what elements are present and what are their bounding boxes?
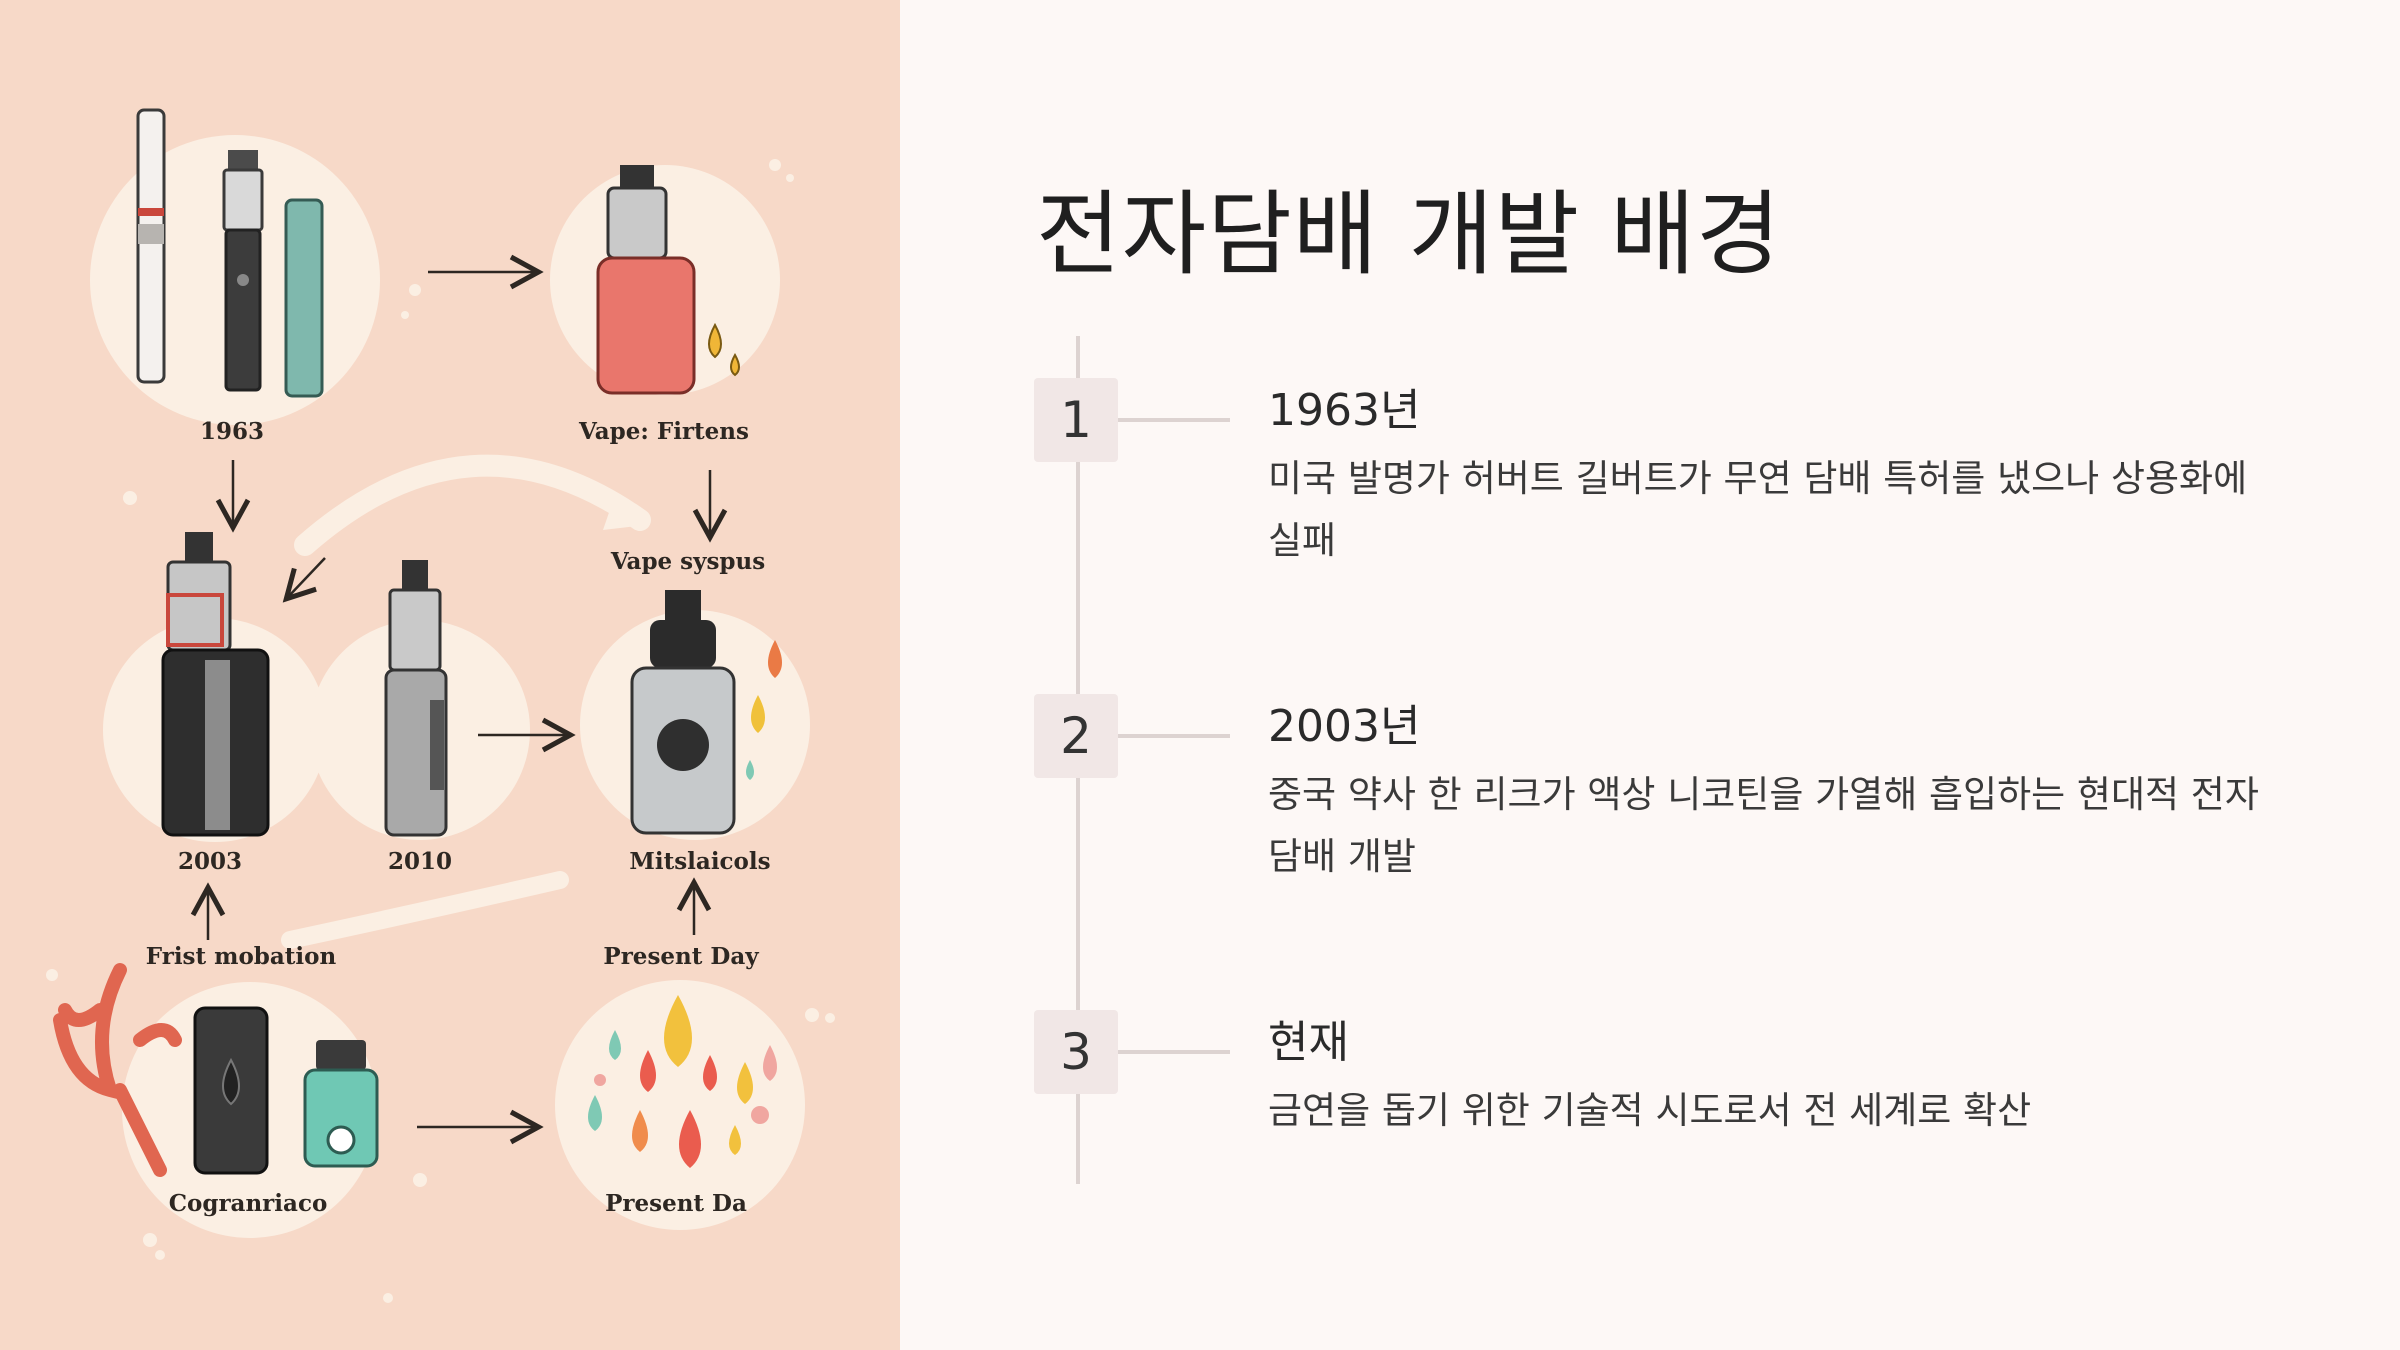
device-2003	[161, 532, 270, 837]
device-2010	[384, 560, 448, 837]
flow-arrows	[208, 272, 710, 1127]
swoosh-arrow-bottom	[281, 871, 569, 949]
label-2010: 2010	[387, 848, 453, 875]
label-present-day: Present Day	[603, 943, 759, 970]
timeline-step-2: 2 2003년 중국 약사 한 리크가 액상 니코틴을 가열해 흡입하는 현대적…	[900, 694, 2400, 934]
step-number-badge: 1	[1034, 378, 1118, 462]
device-vape-firtens	[596, 165, 740, 395]
label-frist-mobation: Frist mobation	[145, 943, 337, 970]
device-1963-stick	[284, 198, 324, 398]
timeline-step-3: 3 현재 금연을 돕기 위한 기술적 시도로서 전 세계로 확산	[900, 1010, 2400, 1250]
step-title: 2003년	[1268, 701, 1421, 752]
decorative-dots	[46, 159, 835, 1303]
step-connector	[1118, 418, 1230, 422]
step-description: 중국 약사 한 리크가 액상 니코틴을 가열해 흡입하는 현대적 전자담배 개발	[1268, 773, 2259, 878]
device-cogranriaco	[53, 963, 379, 1177]
step-description: 미국 발명가 허버트 길버트가 무연 담배 특허를 냈으나 상용화에 실패	[1268, 457, 2248, 562]
swoosh-arrow-top	[294, 454, 651, 556]
step-title: 1963년	[1268, 385, 1421, 436]
step-connector	[1118, 734, 1230, 738]
device-1963-cigarette	[136, 108, 166, 384]
device-1963-pen	[222, 150, 264, 392]
vape-history-illustration: 1963 Vape: Firtens Vape syspus 2003 2010…	[0, 0, 900, 1350]
timeline-step-1: 1 1963년 미국 발명가 허버트 길버트가 무연 담배 특허를 냈으나 상용…	[900, 378, 2400, 618]
label-vape-syspus: Vape syspus	[610, 548, 766, 575]
label-vape-firtens: Vape: Firtens	[579, 418, 749, 445]
step-number-badge: 3	[1034, 1010, 1118, 1094]
step-description: 금연을 돕기 위한 기술적 시도로서 전 세계로 확산	[1268, 1089, 2032, 1132]
label-cogranriaco: Cogranriaco	[168, 1190, 328, 1217]
illustration-artwork	[46, 108, 835, 1303]
step-title: 현재	[1268, 1017, 1349, 1068]
label-2003: 2003	[177, 848, 243, 875]
device-mitslaicols	[630, 590, 782, 835]
label-1963: 1963	[199, 418, 265, 445]
step-number-badge: 2	[1034, 694, 1118, 778]
label-present-da: Present Da	[605, 1190, 747, 1217]
content-panel: 전자담배 개발 배경 1 1963년 미국 발명가 허버트 길버트가 무연 담배…	[900, 0, 2400, 1350]
page-title: 전자담배 개발 배경	[1036, 181, 1782, 288]
label-mitslaicols: Mitslaicols	[629, 848, 771, 875]
step-connector	[1118, 1050, 1230, 1054]
liquid-drops-present-da	[588, 995, 777, 1168]
